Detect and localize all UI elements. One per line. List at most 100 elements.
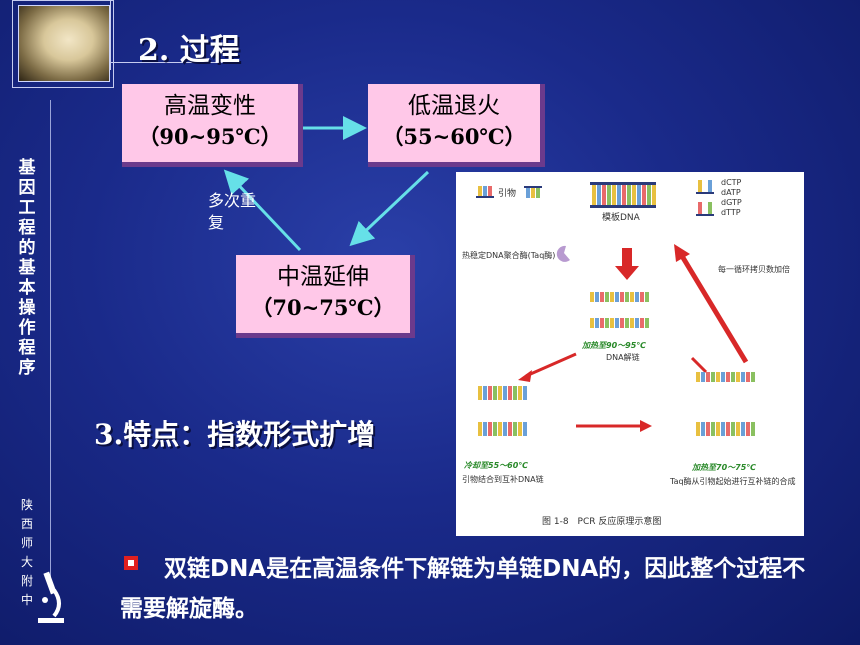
dna-base (736, 422, 740, 436)
dna-base (483, 422, 487, 436)
arrow-extend-to-denature (223, 169, 302, 252)
dna-base (652, 185, 656, 205)
right-up-arrow-icon (690, 356, 708, 374)
dna-base (726, 422, 730, 436)
dna-base (597, 185, 601, 205)
dna-base (711, 372, 715, 382)
dna-base (640, 318, 644, 328)
step-temp: （55~60℃） (382, 124, 526, 149)
dna-base (620, 292, 624, 302)
feature-heading: 3.特点：指数形式扩增 (94, 418, 376, 451)
section-title: 2. 过程 (138, 33, 240, 68)
dna-base (706, 422, 710, 436)
dna-base (645, 318, 649, 328)
dna-base (605, 292, 609, 302)
heat-denature-label: 加热至90～95℃ (581, 341, 646, 350)
dna-base (741, 372, 745, 382)
dna-base (716, 422, 720, 436)
dna-base (508, 422, 512, 436)
dna-base (625, 292, 629, 302)
dna-base (716, 372, 720, 382)
dna-base (595, 318, 599, 328)
template-label: 模板DNA (602, 211, 641, 223)
bullet-square-icon (124, 556, 138, 570)
photo-frame (12, 0, 114, 88)
dna-base (590, 318, 594, 328)
dna-base (635, 292, 639, 302)
dna-base (605, 318, 609, 328)
dna-base (736, 372, 740, 382)
dna-base (498, 422, 502, 436)
step-extend: 中温延伸 （70~75℃） (236, 255, 415, 338)
dna-base (488, 422, 492, 436)
dna-base (610, 292, 614, 302)
dna-base (701, 372, 705, 382)
template-dna-icon (590, 182, 656, 208)
cool-desc: 引物结合到互补DNA链 (462, 474, 544, 484)
dna-base (617, 185, 621, 205)
left-down-arrow-icon (525, 352, 577, 378)
dna-base (518, 386, 522, 400)
dna-base (615, 292, 619, 302)
title-underline (110, 62, 240, 63)
dna-base (518, 422, 522, 436)
dna-base (721, 372, 725, 382)
arrow-anneal-to-extend (349, 170, 430, 247)
dna-base (640, 292, 644, 302)
step-name: 低温退火 (408, 93, 500, 119)
dna-base (731, 422, 735, 436)
dntp-ctp: dCTP (721, 178, 742, 187)
dna-base (746, 422, 750, 436)
extend-desc: Taq酶从引物起始进行互补链的合成 (669, 476, 796, 486)
dna-base (711, 422, 715, 436)
step-anneal: 低温退火 （55~60℃） (368, 84, 545, 167)
dna-base (741, 422, 745, 436)
polymerase-label: 热稳定DNA聚合酶(Taq酶) (462, 250, 555, 260)
dna-base (630, 292, 634, 302)
vertical-title: 基因工程的基本操作程序 (18, 158, 36, 378)
dna-base (620, 318, 624, 328)
dna-base (627, 185, 631, 205)
dna-base (731, 372, 735, 382)
dna-base (637, 185, 641, 205)
dntp-ttp: dTTP (721, 208, 741, 217)
dna-base (615, 318, 619, 328)
dna-base (622, 185, 626, 205)
dna-base (493, 422, 497, 436)
cool-label: 冷却至55～60℃ (464, 461, 528, 470)
dna-base (696, 372, 700, 382)
primer-icon (476, 186, 542, 198)
dna-base (600, 292, 604, 302)
step-temp: （90~95℃） (138, 124, 282, 149)
divider-vertical (110, 0, 111, 70)
sheep-photo (18, 5, 110, 82)
pcr-figure: 引物 模板DNA dCTP dATP dGTP dTTP 热稳定DNA聚合酶(T… (456, 172, 804, 536)
down-arrow-icon (615, 248, 639, 280)
dna-base (635, 318, 639, 328)
polymerase-icon (556, 245, 570, 262)
cycle-arrow-icon (679, 254, 749, 364)
dna-base (508, 386, 512, 400)
dna-base (602, 185, 606, 205)
dna-base (701, 422, 705, 436)
dntp-gtp: dGTP (721, 198, 742, 207)
dna-base (726, 372, 730, 382)
dna-base (523, 422, 527, 436)
repeat-label: 多次重复 (208, 191, 257, 232)
dna-base (647, 185, 651, 205)
dna-base (590, 292, 594, 302)
dna-base (625, 318, 629, 328)
step-temp: （70~75℃） (251, 295, 395, 320)
dna-base (498, 386, 502, 400)
dna-base (488, 386, 492, 400)
step-name: 高温变性 (164, 93, 256, 119)
dna-base (612, 185, 616, 205)
dna-base (483, 386, 487, 400)
microscope-icon (38, 571, 64, 623)
dna-base (513, 422, 517, 436)
dna-base (503, 422, 507, 436)
sidebar-rule (50, 100, 51, 590)
dna-base (503, 386, 507, 400)
dntp-icons (696, 180, 714, 216)
dna-base (493, 386, 497, 400)
